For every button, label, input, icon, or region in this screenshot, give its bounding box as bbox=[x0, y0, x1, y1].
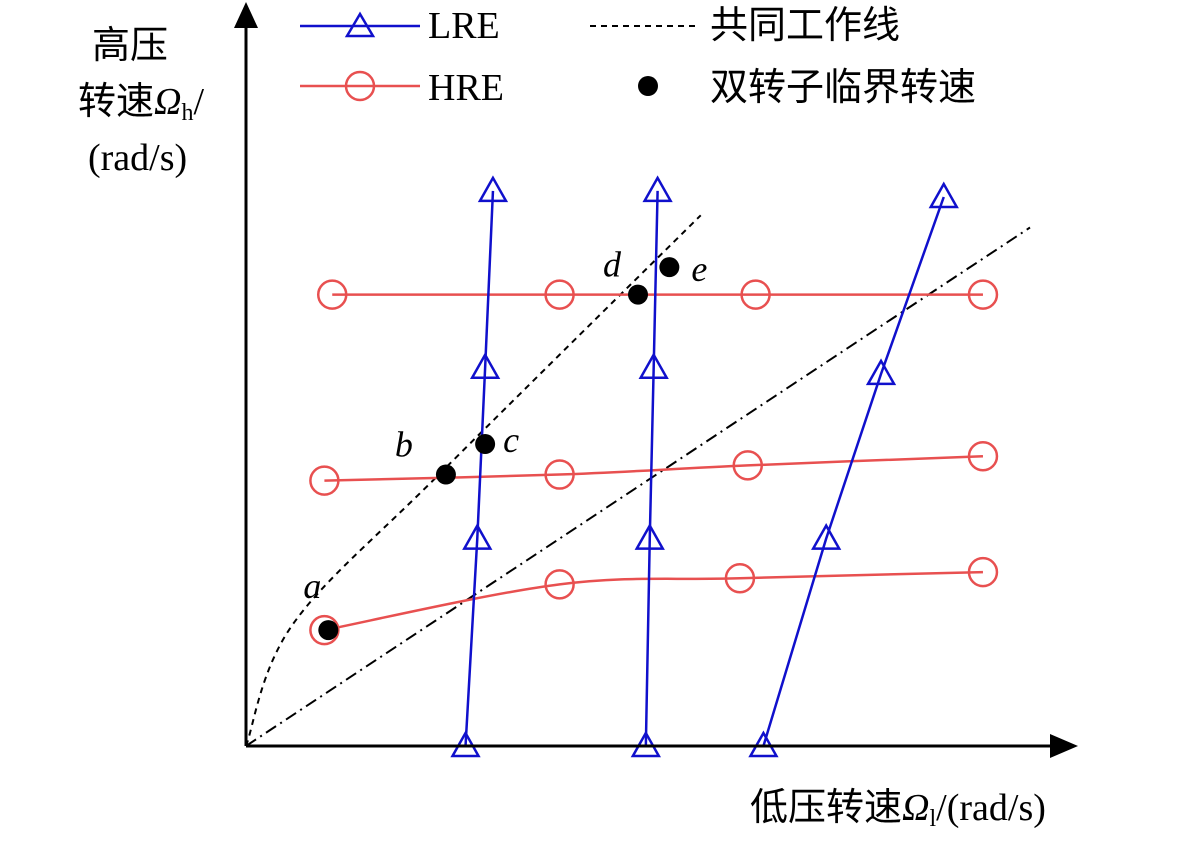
legend-item-hre: HRE bbox=[300, 67, 504, 109]
legend-lre-marker bbox=[344, 11, 376, 38]
hre-marker-3-3 bbox=[740, 279, 771, 310]
legend-item-critical: 双转子临界转速 bbox=[638, 67, 976, 109]
x-axis-arrow bbox=[1050, 734, 1078, 758]
lre-series-line-1 bbox=[464, 190, 495, 747]
legend-critical-label: 双转子临界转速 bbox=[710, 67, 976, 109]
critical-point-label-c: c bbox=[503, 420, 519, 460]
lre-marker-2-4 bbox=[642, 175, 673, 203]
hre-marker-1-1 bbox=[309, 614, 340, 646]
legend-item-working-line: 共同工作线 bbox=[590, 5, 900, 47]
hre-series-line-1 bbox=[324, 570, 983, 632]
hre-marker-2-4 bbox=[967, 441, 999, 472]
hre-marker-2-1 bbox=[309, 465, 340, 496]
working-line bbox=[245, 214, 702, 747]
hre-marker-1-3 bbox=[724, 563, 756, 594]
legend-hre-label: HRE bbox=[428, 67, 504, 109]
hre-marker-2-3 bbox=[732, 450, 764, 481]
y-axis-label-line2: 转速Ωh/ bbox=[78, 81, 205, 126]
lre-marker-3-3 bbox=[865, 358, 897, 386]
plot-area: a b c d e bbox=[245, 175, 1031, 758]
hre-marker-3-2 bbox=[544, 279, 575, 310]
critical-point-label-a: a bbox=[303, 566, 321, 606]
x-axis-label: 低压转速Ωl/(rad/s) bbox=[750, 787, 1046, 832]
hre-marker-2-2 bbox=[544, 459, 575, 490]
hre-series-line-2 bbox=[324, 455, 984, 482]
legend-hre-marker bbox=[344, 70, 376, 102]
critical-point-label-e: e bbox=[691, 249, 707, 289]
hre-marker-1-4 bbox=[967, 556, 999, 588]
hre-marker-3-1 bbox=[316, 279, 348, 310]
lre-marker-2-3 bbox=[638, 352, 669, 380]
lre-marker-1-3 bbox=[469, 352, 501, 380]
critical-point-b bbox=[435, 464, 456, 485]
critical-point-a bbox=[318, 620, 339, 641]
legend: LRE HRE 共同工作线 双转子临界转速 bbox=[300, 5, 976, 109]
lre-marker-3-2 bbox=[811, 523, 842, 550]
critical-point-label-b: b bbox=[395, 425, 413, 465]
lre-series-line-2 bbox=[644, 190, 659, 747]
critical-point-d bbox=[628, 284, 648, 305]
y-axis-arrow bbox=[234, 2, 258, 28]
hre-marker-3-4 bbox=[967, 279, 999, 310]
legend-working-line-label: 共同工作线 bbox=[710, 5, 900, 47]
lre-marker-2-2 bbox=[634, 523, 665, 550]
reference-line bbox=[245, 226, 1031, 747]
critical-point-e bbox=[659, 257, 680, 278]
lre-series-line-3 bbox=[762, 196, 945, 747]
lre-marker-3-4 bbox=[928, 181, 959, 209]
lre-marker-1-4 bbox=[477, 175, 509, 203]
lre-marker-1-2 bbox=[462, 523, 493, 550]
legend-lre-label: LRE bbox=[428, 5, 500, 47]
hre-marker-1-2 bbox=[544, 569, 575, 600]
y-axis-label-line3: (rad/s) bbox=[88, 137, 187, 179]
y-axis-label-line1: 高压 bbox=[92, 25, 168, 67]
critical-point-c bbox=[475, 434, 496, 455]
legend-critical-marker bbox=[638, 76, 658, 96]
legend-item-lre: LRE bbox=[300, 5, 500, 47]
critical-point-label-d: d bbox=[603, 245, 622, 285]
